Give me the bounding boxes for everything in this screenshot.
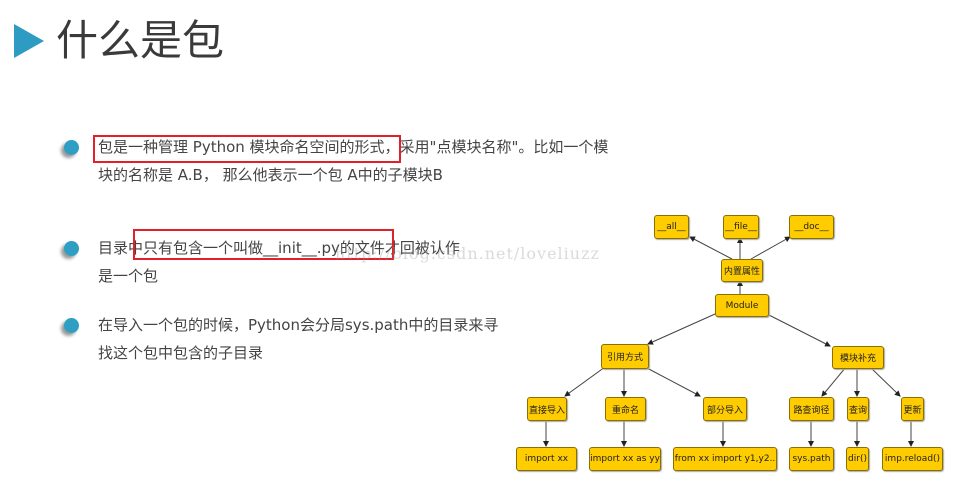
text: ，采用"点模块名称"。比如一个模: [384, 138, 609, 156]
node-module: Module: [715, 294, 769, 317]
bullet-1-line-2: 块的名称是 A.B， 那么他表示一个包 A中的子模块B: [98, 166, 443, 184]
node-sys-path: sys.path: [789, 447, 834, 471]
node-supplement: 模块补充: [832, 346, 884, 369]
bullet-2-line-2: 是一个包: [98, 267, 159, 285]
node-reload: imp.reload(): [882, 447, 943, 471]
bullet-icon: [64, 318, 79, 333]
node-direct: 直接导入: [527, 397, 567, 421]
highlighted-text: 只有包含一个叫做__init__.py的文件: [143, 239, 385, 257]
highlighted-text: 包是一种管理 Python 模块命名空间的形式: [98, 138, 385, 156]
node-import-as: import xx as yy: [589, 447, 661, 471]
highlight-box: [133, 229, 394, 260]
highlight-box: [93, 135, 401, 163]
node-import-xx: import xx: [516, 447, 577, 471]
node-update: 更新: [901, 397, 924, 421]
bullet-3-line-1: 在导入一个包的时候，Python会分局sys.path中的目录来寻: [98, 316, 499, 334]
node-file: __file__: [723, 215, 759, 239]
page-title: 什么是包: [56, 16, 225, 65]
node-import-ways: 引用方式: [601, 344, 649, 369]
node-doc: __doc__: [789, 215, 834, 239]
node-dir: dir(): [846, 447, 869, 471]
bullet-1-line-1: 包是一种管理 Python 模块命名空间的形式，采用"点模块名称"。比如一个模: [98, 132, 608, 162]
node-all: __all__: [654, 215, 689, 239]
node-partial: 部分导入: [703, 397, 747, 421]
bullet-3-line-2: 找这个包中包含的子目录: [98, 344, 264, 362]
node-builtin: 内置属性: [721, 259, 763, 282]
node-path: 路查询径: [789, 397, 834, 421]
text: 才回被认作: [384, 239, 460, 257]
node-query: 查询: [847, 397, 869, 421]
bullet-icon: [64, 241, 79, 256]
node-rename: 重命名: [605, 397, 646, 421]
node-from-import: from xx import y1,y2..: [673, 447, 777, 471]
title-arrow-icon: [14, 24, 44, 58]
bullet-2-line-1: 目录中只有包含一个叫做__init__.py的文件才回被认作: [98, 233, 460, 263]
watermark: http://blog.csdn.net/loveliuzz: [335, 244, 600, 263]
text: 目录中: [98, 239, 144, 257]
bullet-icon: [64, 140, 79, 155]
